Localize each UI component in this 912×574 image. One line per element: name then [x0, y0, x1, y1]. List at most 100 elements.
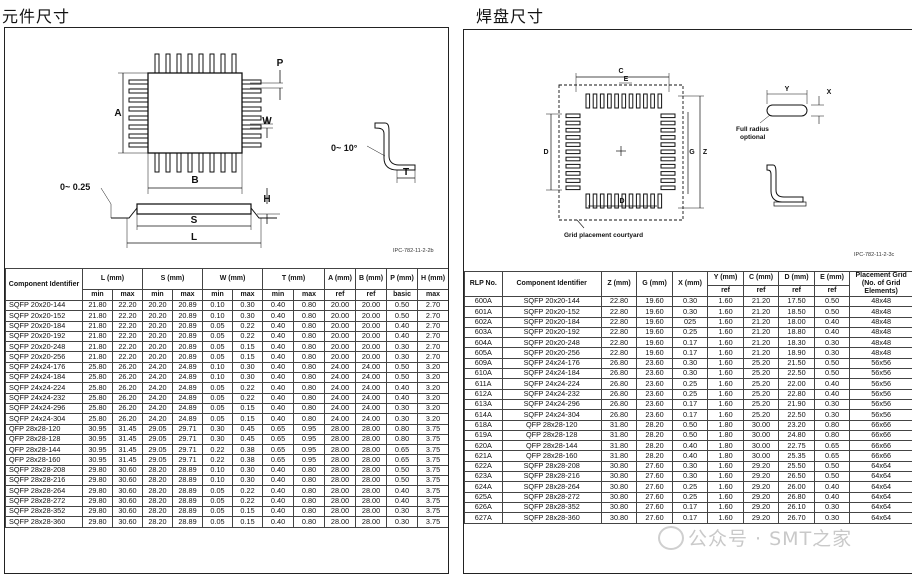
pad: [566, 121, 580, 125]
value-cell: 20.00: [356, 342, 387, 352]
value-cell: 64x64: [850, 472, 912, 482]
value-cell: 0.45: [233, 434, 263, 444]
component-dimensions-panel: P A W B H S L 0~ 0.25 0~ 10° T IPC-782-1…: [4, 27, 449, 574]
value-cell: 20.00: [325, 342, 356, 352]
value-cell: 28.89: [173, 465, 203, 475]
value-cell: 0.30: [814, 348, 850, 358]
value-cell: 28.20: [143, 476, 173, 486]
value-cell: 0.22: [203, 455, 233, 465]
land-pattern-table: RLP No. Component Identifier Z (mm) G (m…: [464, 271, 912, 524]
value-cell: 23.20: [779, 420, 815, 430]
value-cell: 0.10: [203, 465, 233, 475]
value-cell: 28.00: [356, 506, 387, 516]
value-cell: 31.80: [601, 451, 637, 461]
pad-detail-shape: [767, 105, 807, 116]
value-cell: 25.80: [83, 373, 113, 383]
component-identifier-cell: SQFP 24x24-224: [6, 383, 83, 393]
value-cell: 0.65: [263, 434, 294, 444]
value-cell: 21.80: [83, 321, 113, 331]
lead: [155, 153, 159, 172]
value-cell: 0.65: [263, 445, 294, 455]
rlp-number-cell: 601A: [465, 307, 503, 317]
value-cell: 24.00: [325, 403, 356, 413]
value-cell: 24.00: [325, 414, 356, 424]
value-cell: 2.70: [418, 311, 449, 321]
value-cell: 0.40: [263, 465, 294, 475]
component-identifier-cell: SQFP 24x24-296: [6, 403, 83, 413]
value-cell: 24.00: [325, 393, 356, 403]
header-s: S (mm): [143, 269, 203, 290]
value-cell: 0.40: [263, 393, 294, 403]
value-cell: 22.20: [113, 331, 143, 341]
component-outline-drawing: P A W B H S L 0~ 0.25 0~ 10° T IPC-782-1…: [5, 28, 448, 268]
value-cell: 0.25: [672, 482, 708, 492]
header-z: Z (mm): [601, 272, 637, 297]
pad: [658, 194, 662, 208]
value-cell: 30.60: [113, 465, 143, 475]
value-cell: 48x48: [850, 297, 912, 307]
value-cell: 1.60: [708, 399, 744, 409]
value-cell: 0.50: [814, 461, 850, 471]
value-cell: 21.20: [743, 297, 779, 307]
value-cell: 1.60: [708, 327, 744, 337]
land-pattern-panel: C E D D G Z Y X Full radius optional Gri…: [463, 29, 912, 574]
pad: [658, 94, 662, 108]
value-cell: 0.80: [294, 342, 325, 352]
value-cell: 25.20: [743, 358, 779, 368]
value-cell: 22.50: [779, 410, 815, 420]
value-cell: 29.20: [743, 482, 779, 492]
dim-label-c: C: [618, 68, 623, 75]
value-cell: 0.95: [294, 455, 325, 465]
value-cell: 0.50: [814, 369, 850, 379]
land-pattern-dimensions-heading: 焊盘尺寸: [476, 3, 544, 27]
value-cell: 0.80: [294, 301, 325, 311]
lead-angle-label: 0~ 10°: [331, 143, 358, 153]
value-cell: 24.00: [356, 373, 387, 383]
value-cell: 0.30: [672, 461, 708, 471]
value-cell: 0.50: [387, 465, 418, 475]
value-cell: 56x56: [850, 389, 912, 399]
component-identifier-cell: SQFP 28x28-216: [6, 476, 83, 486]
value-cell: 24.89: [173, 373, 203, 383]
value-cell: 20.00: [325, 301, 356, 311]
dim-label-w: W: [262, 116, 272, 127]
land-pattern-drawing: C E D D G Z Y X Full radius optional Gri…: [464, 30, 912, 270]
value-cell: 24.89: [173, 362, 203, 372]
value-cell: 21.20: [743, 338, 779, 348]
top-leads: [155, 54, 236, 73]
sub-ref-y: ref: [708, 285, 744, 296]
value-cell: 0.30: [814, 399, 850, 409]
lead: [177, 54, 181, 73]
value-cell: 23.60: [637, 399, 673, 409]
value-cell: 0.40: [387, 383, 418, 393]
value-cell: 0.40: [263, 414, 294, 424]
value-cell: 3.20: [418, 373, 449, 383]
value-cell: 0.50: [672, 430, 708, 440]
subheader-cell: ref: [356, 290, 387, 301]
rlp-number-cell: 612A: [465, 389, 503, 399]
value-cell: 21.20: [743, 348, 779, 358]
value-cell: 24.00: [325, 373, 356, 383]
value-cell: 21.90: [779, 399, 815, 409]
value-cell: 29.05: [143, 424, 173, 434]
value-cell: 28.00: [325, 434, 356, 444]
value-cell: 25.20: [743, 410, 779, 420]
header-e: E (mm): [814, 272, 850, 286]
value-cell: 1.60: [708, 513, 744, 523]
value-cell: 3.75: [418, 517, 449, 527]
pad: [566, 172, 580, 176]
component-identifier-cell: SQFP 20x20-248: [6, 342, 83, 352]
value-cell: 19.60: [637, 307, 673, 317]
header-c: C (mm): [743, 272, 779, 286]
rlp-number-cell: 605A: [465, 348, 503, 358]
value-cell: 30.80: [601, 472, 637, 482]
value-cell: 30.60: [113, 476, 143, 486]
value-cell: 0.30: [387, 342, 418, 352]
